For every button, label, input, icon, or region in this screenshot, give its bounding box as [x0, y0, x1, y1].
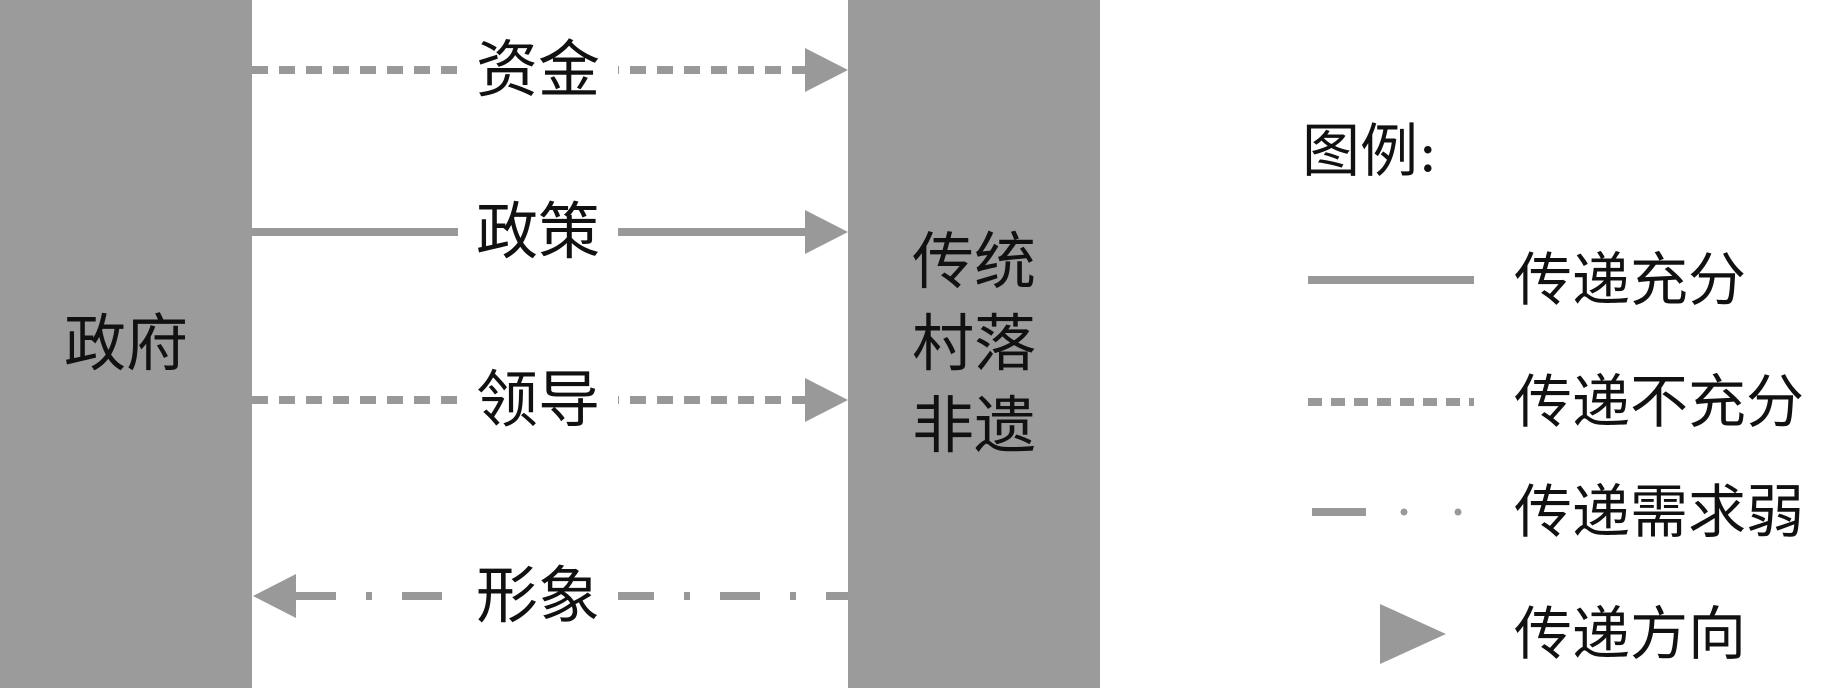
government-label: 政府 — [63, 307, 188, 380]
edge-arrow-image — [253, 574, 296, 618]
edge-label-policy: 政策 — [458, 196, 619, 268]
government-box: 政府 — [0, 0, 252, 688]
edge-arrow-funds — [805, 48, 848, 92]
edge-arrow-leadership — [805, 378, 848, 422]
village-label-line: 非遗 — [911, 389, 1036, 462]
legend-label-weak-demand: 传递需求弱 — [1514, 478, 1805, 546]
legend-title: 图例: — [1302, 117, 1438, 185]
village-heritage-label: 传统 村落 非遗 — [912, 221, 1036, 467]
village-heritage-box: 传统 村落 非遗 — [848, 0, 1100, 688]
legend-label-insufficient: 传递不充分 — [1514, 368, 1805, 436]
edge-label-funds: 资金 — [458, 34, 619, 106]
legend-arrowhead-icon — [1380, 604, 1446, 664]
edge-label-leadership: 领导 — [458, 364, 619, 436]
legend-label-sufficient: 传递充分 — [1514, 246, 1747, 314]
village-label-line: 村落 — [911, 307, 1036, 380]
edge-arrow-policy — [805, 210, 848, 254]
legend-dot-icon — [1400, 508, 1408, 516]
village-label-line: 传统 — [911, 225, 1036, 298]
edge-label-image: 形象 — [458, 560, 619, 632]
legend-dot-icon — [1454, 508, 1462, 516]
legend-label-direction: 传递方向 — [1514, 600, 1747, 668]
